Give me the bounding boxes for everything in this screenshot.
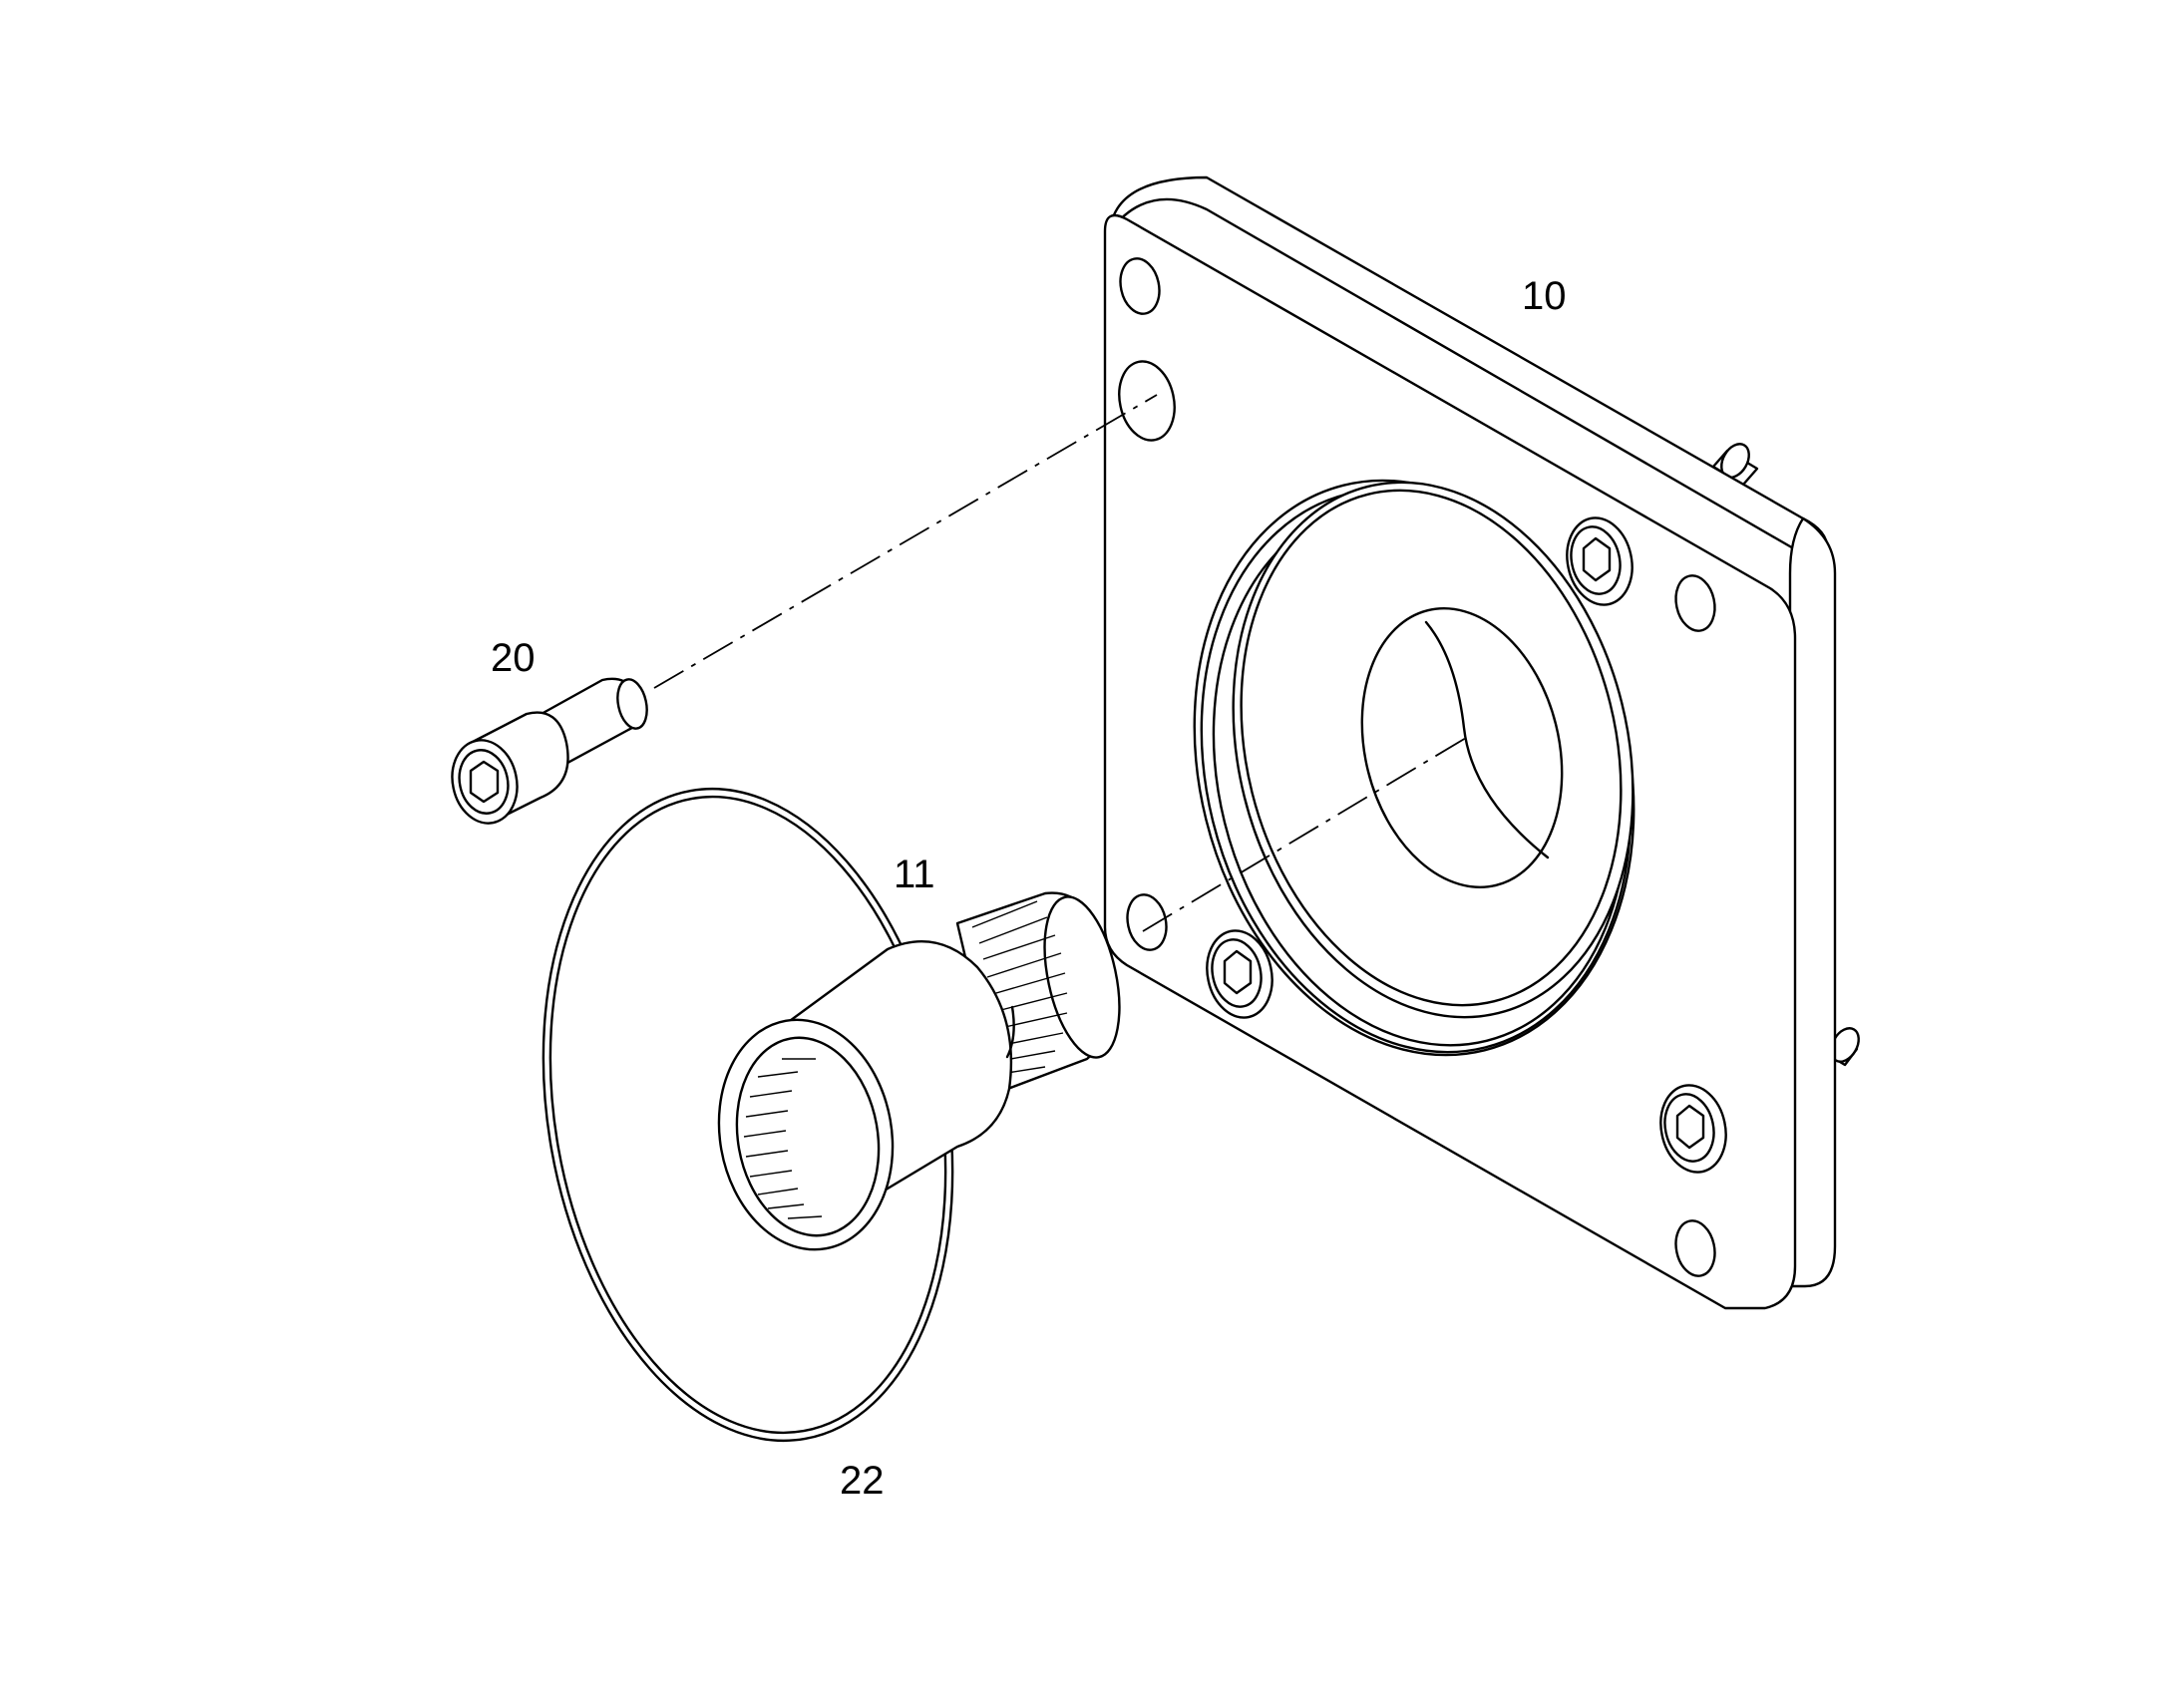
plate-screw-head-lower <box>1659 1084 1727 1174</box>
plate-screw-head-left <box>1206 929 1273 1019</box>
callout-10: 10 <box>1522 274 1567 318</box>
mounting-hole-left <box>1118 360 1176 442</box>
callout-22: 22 <box>840 1459 885 1503</box>
socket-head-screw-part-20 <box>451 677 648 825</box>
screw-center-line <box>653 394 1158 689</box>
plate-bore <box>1360 607 1564 888</box>
splined-coupling-part-11 <box>717 891 1121 1251</box>
bore-center-line <box>1142 737 1467 932</box>
callout-11: 11 <box>894 853 935 896</box>
mounting-hole-top-left <box>1119 257 1161 315</box>
plate-center-boss <box>1193 479 1635 1057</box>
rear-stud-upper <box>1711 443 1759 487</box>
mounting-hole-right <box>1674 574 1716 632</box>
plate-right-edge-face <box>1766 516 1837 1288</box>
plate-screw-head-upper <box>1566 516 1634 606</box>
mounting-hole-bottom-right <box>1674 1219 1716 1277</box>
callout-20: 20 <box>491 636 536 680</box>
flange-plate-part-10 <box>1103 175 1860 1310</box>
